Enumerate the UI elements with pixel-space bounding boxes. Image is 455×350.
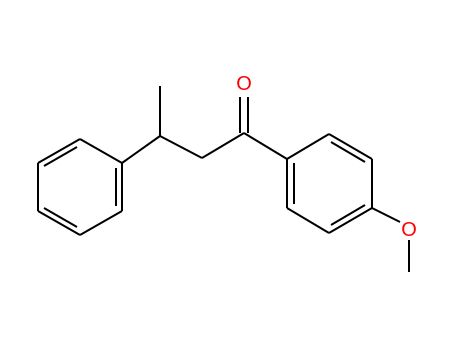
bond [37,210,81,236]
bond [79,210,123,236]
bond [328,133,373,160]
bond-carbonyl-to-aryl [243,132,288,160]
methoxyphenyl-ring [286,133,373,234]
bond-ring-to-oxygen [371,207,401,223]
bond-ch-to-ch2 [159,135,203,159]
bond [37,138,81,164]
methoxy-group [371,207,410,272]
aromatic-inner-bond [330,141,366,163]
bond-phenyl-to-ch [121,135,161,164]
bond [328,207,373,234]
bond [286,207,330,234]
carbonyl-oxygen-label: O [236,73,252,95]
aromatic-inner-bond [330,204,366,226]
aliphatic-chain [121,86,288,164]
bond-ch2-to-carbonyl [201,132,245,159]
ether-oxygen-label: O [401,219,417,241]
carbonyl-double-bond [239,97,249,133]
bond [79,138,123,164]
bond [286,133,330,160]
aromatic-inner-bond [43,207,78,228]
phenyl-ring [37,138,123,236]
aromatic-inner-bond [43,146,78,167]
